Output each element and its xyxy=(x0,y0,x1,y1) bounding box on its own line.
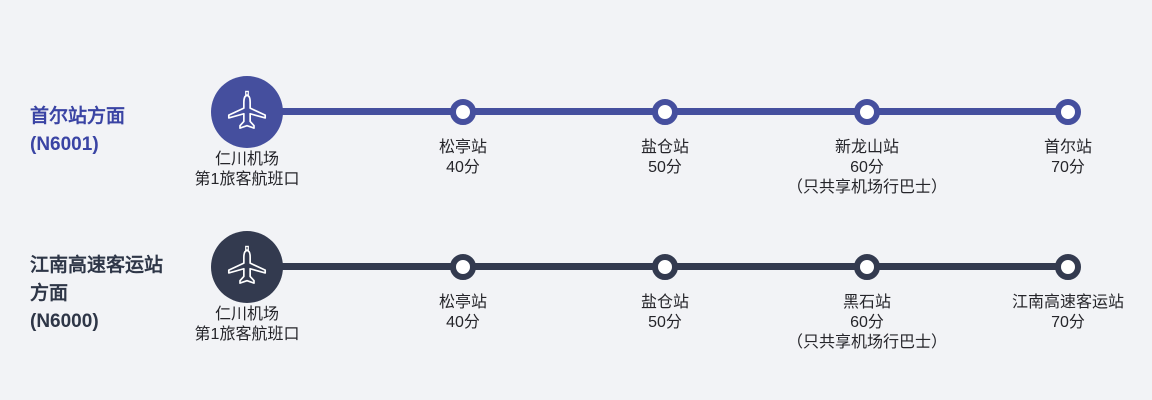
stop-node-terminus xyxy=(1055,99,1081,125)
stop-note: （只共享机场行巴士） xyxy=(786,179,947,196)
route-title-line: 首尔站方面 xyxy=(30,106,126,127)
stop-time: 70分 xyxy=(1051,314,1085,331)
stop-label: 黑石站 60分 （只共享机场行巴士） xyxy=(757,293,977,353)
airplane-icon xyxy=(227,245,267,284)
origin-label: 仁川机场 第1旅客航班口 xyxy=(137,305,357,345)
route-title-n6001: 首尔站方面 (N6001) xyxy=(30,103,210,159)
stop-time: 60分 xyxy=(850,314,884,331)
origin-gate: 第1旅客航班口 xyxy=(194,326,300,343)
origin-airport-badge xyxy=(211,76,283,148)
route-number: (N6001) xyxy=(30,134,99,155)
stop-node xyxy=(854,99,880,125)
stop-time: 50分 xyxy=(648,314,682,331)
stop-time: 60分 xyxy=(850,159,884,176)
stop-time: 50分 xyxy=(648,159,682,176)
stop-node-terminus xyxy=(1055,254,1081,280)
stop-label: 盐仓站 50分 xyxy=(555,293,775,333)
origin-gate: 第1旅客航班口 xyxy=(194,171,300,188)
origin-name: 仁川机场 xyxy=(214,151,279,168)
stop-name: 黑石站 xyxy=(842,294,891,311)
stop-name: 盐仓站 xyxy=(640,139,689,156)
stop-name: 盐仓站 xyxy=(640,294,689,311)
stop-label: 江南高速客运站 70分 xyxy=(958,293,1152,333)
stop-label: 松亭站 40分 xyxy=(353,293,573,333)
stop-time: 40分 xyxy=(446,159,480,176)
stop-node xyxy=(450,254,476,280)
route-number: (N6000) xyxy=(30,311,99,332)
stop-label: 新龙山站 60分 （只共享机场行巴士） xyxy=(757,138,977,198)
stop-node xyxy=(450,99,476,125)
stop-label: 松亭站 40分 xyxy=(353,138,573,178)
route-n6001: 首尔站方面 (N6001) 仁川机场 第1旅客航班口 松亭站 40分 盐仓站 5… xyxy=(30,76,1152,198)
stop-time: 40分 xyxy=(446,314,480,331)
stop-label: 首尔站 70分 xyxy=(958,138,1152,178)
stop-node xyxy=(652,99,678,125)
stop-name: 江南高速客运站 xyxy=(1011,294,1124,311)
origin-label: 仁川机场 第1旅客航班口 xyxy=(137,150,357,190)
stop-name: 新龙山站 xyxy=(834,139,899,156)
stop-label: 盐仓站 50分 xyxy=(555,138,775,178)
stop-node xyxy=(652,254,678,280)
stop-name: 松亭站 xyxy=(438,294,487,311)
stop-name: 首尔站 xyxy=(1043,139,1092,156)
airplane-icon xyxy=(227,90,267,129)
route-title-n6000: 江南高速客运站 方面 (N6000) xyxy=(30,252,210,336)
origin-name: 仁川机场 xyxy=(214,306,279,323)
stop-name: 松亭站 xyxy=(438,139,487,156)
route-title-line: 方面 xyxy=(30,283,69,304)
route-title-line: 江南高速客运站 xyxy=(30,255,164,276)
stop-time: 70分 xyxy=(1051,159,1085,176)
stop-node xyxy=(854,254,880,280)
stop-note: （只共享机场行巴士） xyxy=(786,334,947,351)
route-n6000: 江南高速客运站 方面 (N6000) 仁川机场 第1旅客航班口 松亭站 40分 … xyxy=(0,155,1152,355)
origin-airport-badge xyxy=(211,231,283,303)
